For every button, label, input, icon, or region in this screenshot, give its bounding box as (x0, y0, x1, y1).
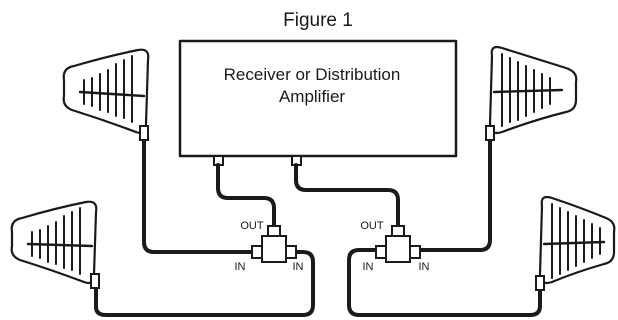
antenna-bottom-right-outline (538, 195, 616, 285)
splitter-right: OUT IN IN (360, 220, 429, 273)
cable-top-left-antenna (142, 138, 264, 254)
antenna-top-left-connector (139, 125, 149, 141)
cable-bottom-left-antenna (94, 250, 315, 317)
antenna-top-left-outline (62, 48, 150, 135)
splitter-left-out-port (267, 225, 281, 237)
antenna-bottom-left-connector (90, 273, 100, 289)
antenna-bottom-right-boom (542, 240, 606, 246)
cable-top-right-antenna (410, 136, 492, 252)
antenna-bottom-left (10, 200, 100, 289)
splitter-right-in-label-left: IN (363, 261, 374, 273)
antenna-bottom-left-elements (31, 207, 81, 275)
splitter-left-out-label: OUT (240, 220, 264, 232)
splitter-left-in-label-right: IN (293, 261, 304, 273)
splitter-left-in-port-right (285, 245, 297, 259)
antenna-bottom-right (535, 195, 616, 291)
figure-title: Figure 1 (283, 10, 353, 31)
cable-box-to-left-splitter (216, 163, 276, 228)
splitter-right-in-port-right (409, 245, 421, 259)
antenna-top-left (62, 48, 150, 141)
splitter-left-body (261, 235, 287, 263)
antenna-bottom-right-connector (535, 275, 545, 291)
antenna-top-right-elements (501, 53, 551, 127)
splitter-right-out-label: OUT (360, 220, 384, 232)
receiver-box-label-line2: Amplifier (279, 87, 345, 106)
cables (94, 136, 542, 317)
splitter-left-in-port-left (251, 245, 263, 259)
receiver-box-label-line1: Receiver or Distribution (224, 65, 401, 84)
splitter-left-in-label-left: IN (235, 261, 246, 273)
cable-box-to-right-splitter (294, 163, 400, 228)
splitter-right-out-port (391, 225, 405, 237)
antenna-top-right-boom (492, 88, 564, 94)
antenna-top-right (485, 45, 578, 141)
antenna-bottom-right-elements (551, 203, 601, 279)
antenna-bottom-left-boom (26, 242, 94, 248)
antenna-top-right-connector (485, 125, 495, 141)
receiver-box: Receiver or Distribution Amplifier (178, 39, 458, 166)
splitter-right-body (385, 235, 411, 263)
antenna-top-right-outline (488, 45, 578, 135)
antenna-top-left-boom (78, 90, 146, 98)
splitter-right-in-port-left (375, 245, 387, 259)
cable-bottom-right-antenna (347, 248, 542, 317)
splitter-right-in-label-right: IN (419, 261, 430, 273)
antenna-top-left-elements (83, 55, 133, 123)
splitter-left: OUT IN IN (235, 220, 304, 273)
antenna-bottom-left-outline (10, 200, 98, 285)
receiver-box-outline (178, 39, 458, 158)
